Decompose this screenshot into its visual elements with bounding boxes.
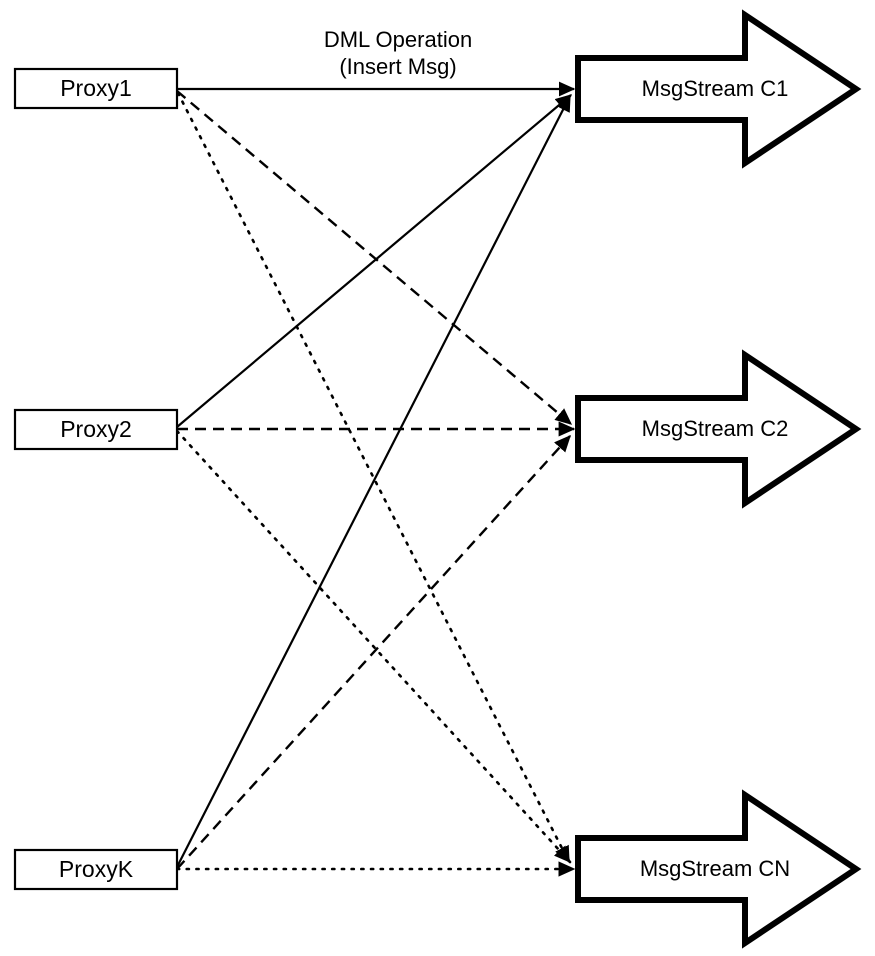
proxy-label: Proxy2 xyxy=(60,416,132,442)
link-proxy2-to-c1 xyxy=(176,94,573,428)
link-group xyxy=(175,81,576,877)
link-proxyk-to-c1 xyxy=(176,94,571,868)
proxy-box[interactable] xyxy=(13,67,179,110)
msgstream-arrow-shape[interactable] xyxy=(575,349,862,509)
edge-caption: DML Operation (Insert Msg) xyxy=(324,27,472,79)
proxy-label: ProxyK xyxy=(59,856,134,882)
link-proxy1-to-cn xyxy=(176,91,571,864)
proxy-node-proxyk[interactable]: ProxyK xyxy=(13,848,179,891)
proxy-box[interactable] xyxy=(13,848,179,891)
msgstream-node-c1[interactable]: MsgStream C1 xyxy=(575,9,862,169)
msgstream-arrow-shape[interactable] xyxy=(575,9,862,169)
proxy-node-proxy1[interactable]: Proxy1 xyxy=(13,67,179,110)
msgstream-node-c2[interactable]: MsgStream C2 xyxy=(575,349,862,509)
link-proxy2-to-cn xyxy=(175,429,572,864)
msgstream-node-cn[interactable]: MsgStream CN xyxy=(575,789,862,949)
link-proxyk-to-c2 xyxy=(176,434,571,870)
msgstream-arrow-shape[interactable] xyxy=(575,789,862,949)
link-proxy1-to-c2 xyxy=(176,90,573,425)
proxy-box[interactable] xyxy=(13,408,179,451)
proxy-label: Proxy1 xyxy=(60,75,132,101)
msgstream-label: MsgStream CN xyxy=(640,856,790,881)
edge-caption-line-1: DML Operation xyxy=(324,27,472,52)
msgstream-label: MsgStream C2 xyxy=(642,416,789,441)
proxy-node-proxy2[interactable]: Proxy2 xyxy=(13,408,179,451)
msgstream-label: MsgStream C1 xyxy=(642,76,789,101)
edge-caption-line-2: (Insert Msg) xyxy=(339,54,456,79)
